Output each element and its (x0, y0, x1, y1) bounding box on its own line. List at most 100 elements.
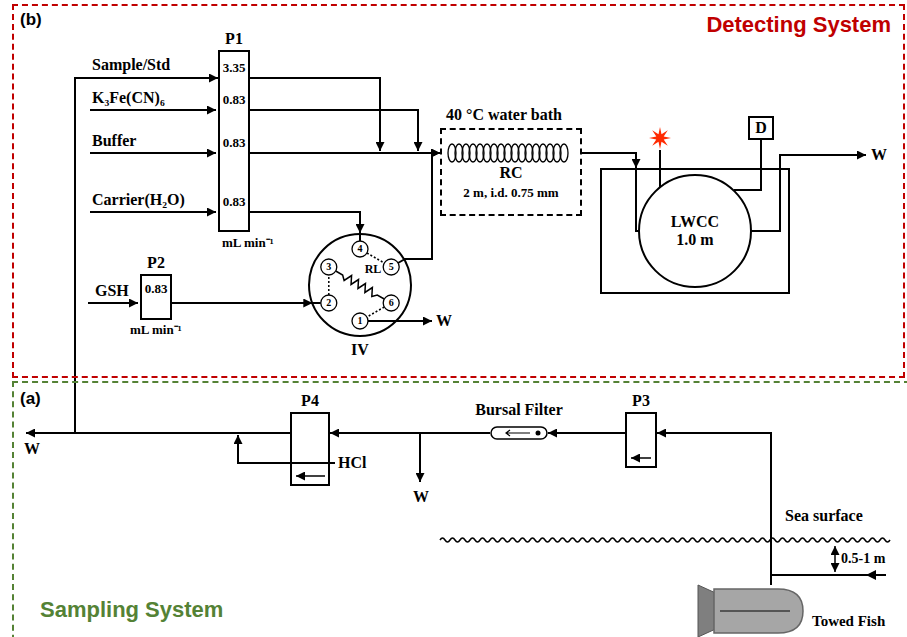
reagent-wire (88, 302, 138, 304)
pump-box: P4 (290, 412, 330, 486)
sampling-wire (631, 457, 651, 459)
flow-label: RL (365, 263, 382, 277)
flow-label: HCl (338, 454, 366, 472)
light-source (649, 127, 671, 149)
pump-box: P20.83 (140, 274, 172, 320)
detector-box: D (748, 116, 774, 140)
reagent-wire (90, 211, 216, 213)
flow-label: W (436, 312, 452, 330)
flow-cell-parts (734, 168, 761, 190)
node-label: Bursal Filter (475, 401, 563, 419)
sampling-wire (419, 433, 421, 482)
flow-line (75, 78, 290, 433)
node-text: 3.35 (223, 61, 246, 76)
water-bath: 40 °C water bathRC2 m, i.d. 0.75 mm (440, 128, 582, 216)
node-text: 2 m, i.d. 0.75 mm (463, 186, 558, 201)
flow-cell-parts (751, 155, 866, 231)
flow-label: mL min⁻¹ (130, 323, 182, 338)
intake-arrow (866, 570, 876, 580)
flow-label: W (24, 440, 40, 458)
node-label: P1 (225, 30, 243, 48)
node-text: Detecting System (706, 12, 891, 37)
flow-label: mL min⁻¹ (222, 236, 274, 251)
flow-line (548, 432, 625, 434)
pump-box: P3 (625, 412, 657, 468)
sampling-wire (834, 546, 836, 572)
sampling-system-region: (a)Sampling SystemP4Bursal FilterP3Towed… (12, 381, 907, 637)
port-number: 6 (389, 297, 394, 309)
valve-internals (311, 233, 432, 329)
reagent-wire (250, 78, 380, 151)
node-text: 0.83 (145, 282, 168, 297)
reagent-wire (90, 152, 216, 154)
flow-line (172, 302, 312, 304)
node-label: IV (351, 341, 369, 359)
flow-line (250, 152, 440, 154)
filter-arrow (506, 430, 530, 436)
reagent-wire (250, 110, 418, 151)
port-number: 1 (358, 315, 363, 327)
pump-box: P13.350.830.830.83 (218, 50, 250, 232)
fish-body (714, 589, 803, 633)
port-number: 4 (358, 243, 363, 255)
flow-label: Sea surface (785, 507, 863, 525)
filter-outline (490, 425, 548, 441)
reaction-coil (560, 144, 568, 162)
reagent-wire (88, 78, 418, 303)
flow-label: 0.5-1 m (841, 551, 885, 567)
valve-port (383, 259, 399, 275)
node-label: 40 °C water bath (446, 106, 562, 124)
valve-port (383, 295, 399, 311)
flow-cell-parts (636, 150, 866, 287)
node-label: Towed Fish (812, 613, 885, 630)
flow-cell-parts (639, 175, 751, 287)
port-number: 5 (389, 261, 394, 273)
reagent-wire (90, 109, 216, 111)
flow-label: W (871, 146, 887, 164)
filter-knob (536, 431, 541, 436)
node-label: P2 (147, 254, 165, 272)
reaction-coil (448, 144, 568, 162)
sampling-wire (238, 435, 335, 463)
port-number: 2 (326, 297, 331, 309)
sampling-wire (26, 432, 75, 434)
flow-label: Buffer (92, 132, 136, 150)
flow-line (760, 140, 762, 168)
node-label: (b) (20, 10, 42, 30)
node-label: (a) (20, 389, 41, 409)
node-text: 0.83 (223, 195, 246, 210)
node-label: LWCC 1.0 m (659, 213, 731, 250)
valve-port (321, 241, 399, 329)
node-label: D (755, 119, 767, 137)
flow-label: Sample/Std (92, 56, 170, 74)
valve-port (352, 241, 368, 257)
fish-fin (720, 610, 790, 612)
flow-cell-parts (636, 168, 639, 231)
light-source (649, 127, 671, 149)
flow-cell: LWCC 1.0 m (600, 168, 790, 294)
valve-port (321, 295, 337, 311)
flow-label: Carrier(H₂O) (92, 191, 185, 209)
node-text: RC (499, 164, 522, 182)
flow-line (582, 153, 636, 168)
node-text: Sampling System (40, 597, 223, 622)
flow-line (250, 212, 360, 233)
sampling-wire (296, 475, 325, 477)
valve-port (321, 259, 337, 275)
node-label: P3 (632, 392, 650, 410)
node-label: P4 (301, 392, 319, 410)
filter-body (491, 427, 547, 439)
fish-outline (690, 585, 805, 637)
flow-line (330, 432, 490, 434)
sea-surface-line (440, 538, 890, 542)
towed-fish: Towed Fish (690, 585, 805, 637)
flow-label: K₃Fe(CN)₆ (92, 89, 165, 107)
node-text: 0.83 (223, 136, 246, 151)
flow-label: GSH (95, 282, 129, 300)
flow-label: W (413, 488, 429, 506)
port-number: 3 (326, 261, 331, 273)
valve-port (352, 313, 368, 329)
bursal-filter: Bursal Filter (490, 425, 548, 441)
valve-body (309, 234, 411, 336)
